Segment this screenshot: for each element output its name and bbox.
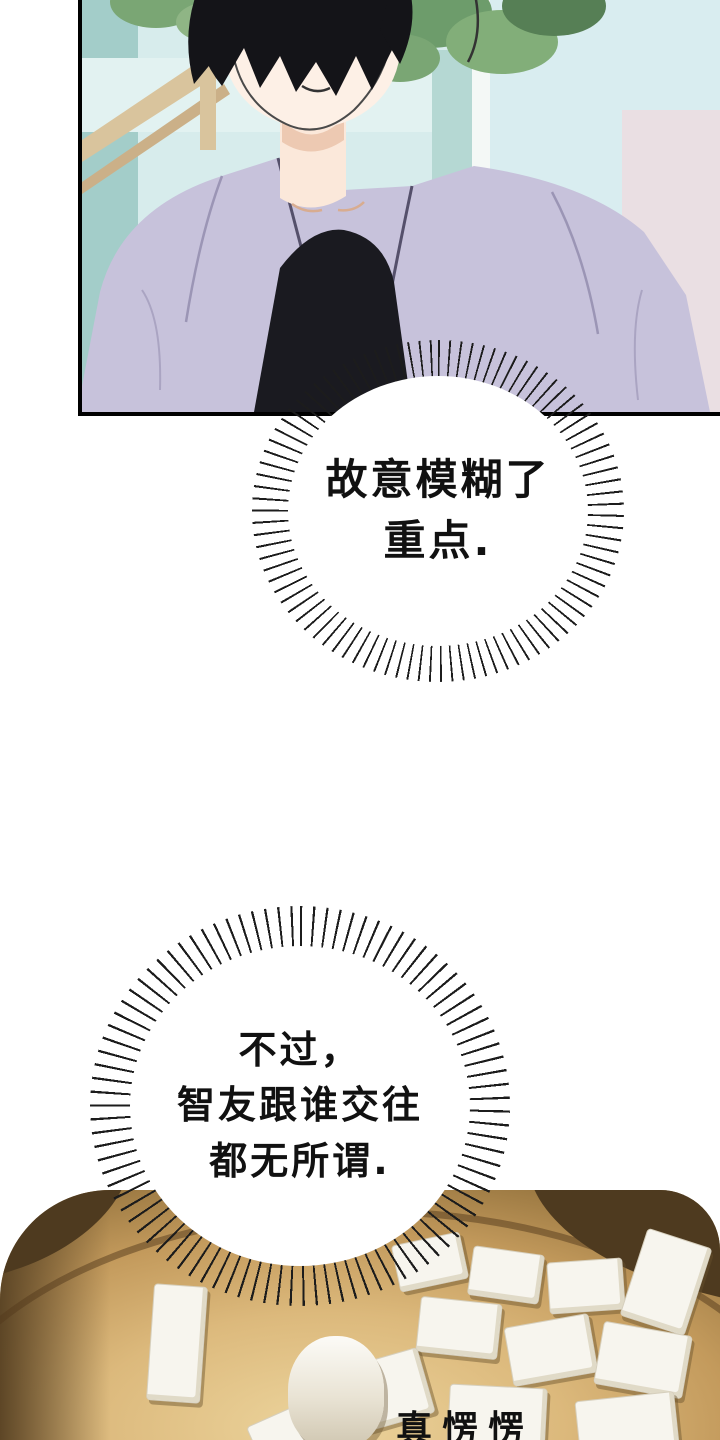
bubble2-line1: 不过， (238, 1028, 362, 1073)
bubble1-line1: 故意模糊了 (325, 455, 551, 505)
mahjong-tile (546, 1257, 626, 1315)
speech-bubble-2: 不过， 智友跟谁交往 都无所谓. (90, 906, 510, 1306)
dice-cup (288, 1336, 384, 1440)
bubble2-line2: 智友跟谁交往 (176, 1083, 423, 1128)
bubble1-line2: 重点. (383, 516, 493, 565)
character-hair (188, 0, 413, 96)
caption-text: 真愣愣 (396, 1409, 535, 1440)
speech-bubble-2-text: 不过， 智友跟谁交往 都无所谓. (130, 946, 470, 1266)
mahjong-tile (145, 1283, 209, 1404)
bubble2-line3: 都无所谓. (209, 1138, 391, 1183)
mahjong-tile (415, 1295, 503, 1361)
speech-tail-line (466, 0, 480, 63)
speech-bubble-1: 故意模糊了 重点. (252, 340, 624, 682)
mahjong-tile (466, 1245, 546, 1305)
speech-bubble-1-text: 故意模糊了 重点. (288, 376, 588, 646)
